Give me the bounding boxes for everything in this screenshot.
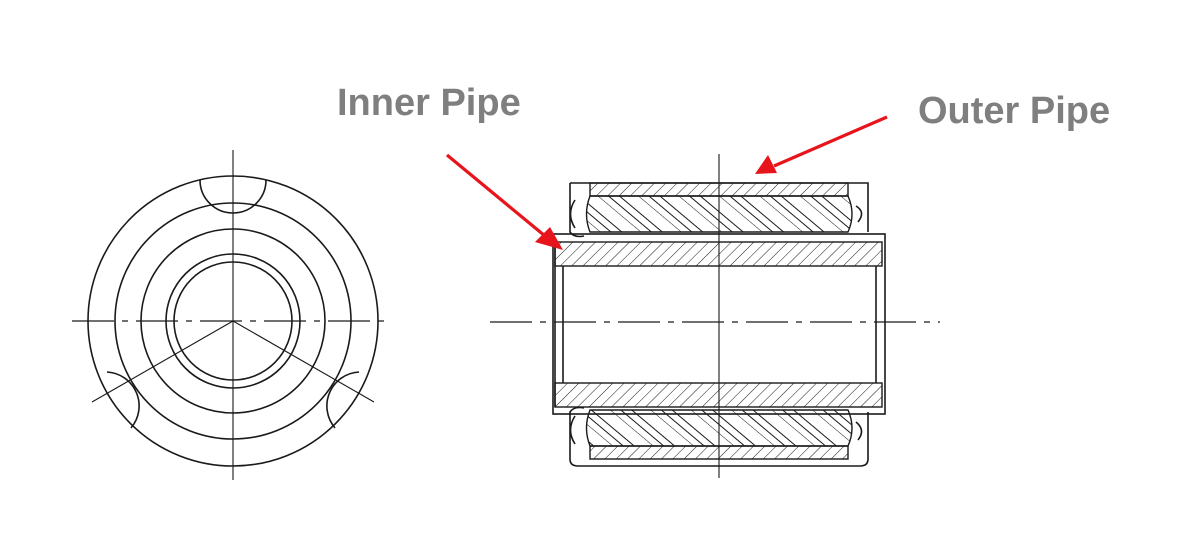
lower-right-pocket-arc xyxy=(326,371,360,429)
housing-top-edge xyxy=(570,182,869,232)
lower-left-pocket-arc xyxy=(106,371,140,429)
left-bottom-flange-detail xyxy=(569,415,576,445)
section-view xyxy=(490,154,940,478)
outer-pipe-arrow-shaft xyxy=(773,115,888,168)
outer-pipe-label: Outer Pipe xyxy=(918,90,1111,132)
end-view-radial-line-right xyxy=(232,320,375,403)
right-top-flange-detail xyxy=(855,205,863,223)
outer-pipe-arrow-head xyxy=(755,155,777,174)
housing-left-top-edge xyxy=(569,183,585,238)
inner-pipe-arrow-shaft xyxy=(445,153,547,238)
end-view xyxy=(72,150,392,480)
housing-left-bottom-edge xyxy=(569,406,585,459)
end-view-radial-line-left xyxy=(91,320,234,403)
housing-bottom-edge xyxy=(569,412,869,467)
right-bottom-flange-detail xyxy=(855,421,863,441)
left-top-flange-detail xyxy=(569,199,576,229)
inner-pipe-arrow xyxy=(445,153,563,250)
outer-pipe-arrow xyxy=(755,115,888,174)
inner-pipe-label: Inner Pipe xyxy=(337,82,521,124)
inner-pipe-arrow-head xyxy=(535,227,563,250)
